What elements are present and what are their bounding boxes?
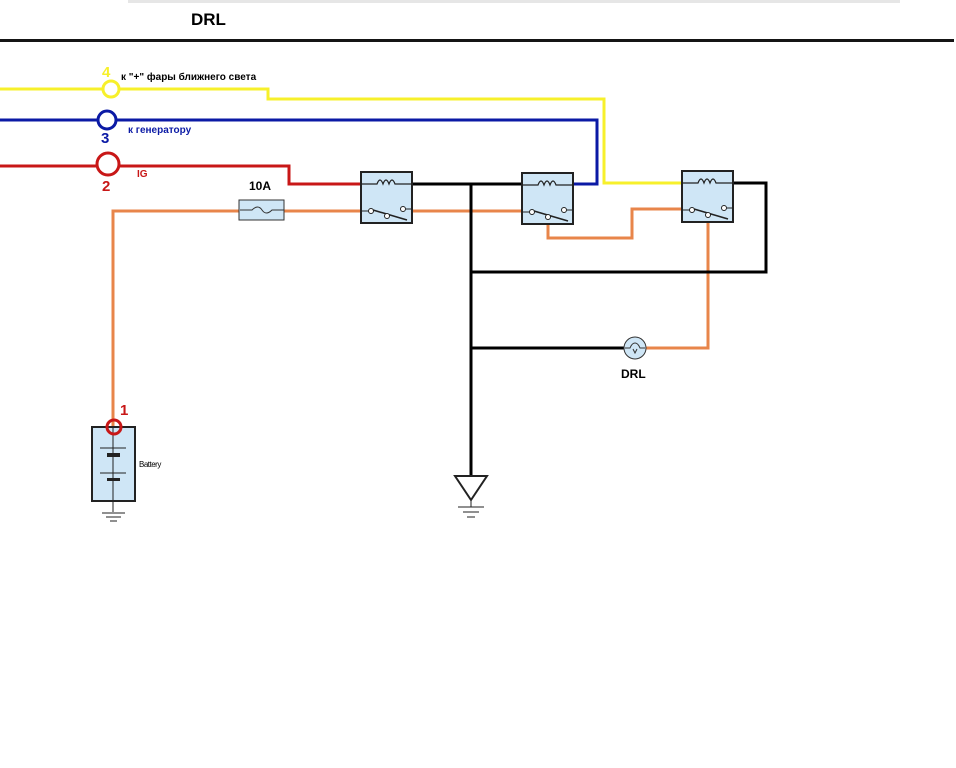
terminal-2-label: IG bbox=[137, 169, 148, 180]
terminal-3-label: к генератору bbox=[128, 125, 192, 136]
battery-ground-icon bbox=[102, 512, 125, 522]
terminal-4-label: к "+" фары ближнего света bbox=[121, 71, 257, 83]
page-title: DRL bbox=[191, 10, 226, 29]
battery-label: Battery bbox=[139, 460, 161, 469]
wire-blue bbox=[0, 118, 599, 186]
terminal-1-connector bbox=[105, 418, 123, 436]
chassis-ground-icon bbox=[453, 475, 489, 518]
relay-2 bbox=[521, 172, 574, 225]
top-scrollbar-strip bbox=[128, 0, 900, 3]
wire-yellow bbox=[0, 87, 684, 185]
fuse-label: 10A bbox=[249, 179, 271, 193]
relay-3 bbox=[681, 170, 734, 223]
lamp-label: DRL bbox=[621, 367, 646, 381]
terminal-2-number: 2 bbox=[102, 178, 110, 195]
drl-lamp bbox=[623, 336, 647, 360]
terminal-3-connector bbox=[96, 109, 118, 131]
wire-orange-relay3-lamp bbox=[646, 216, 710, 350]
fuse-10a bbox=[238, 199, 285, 221]
terminal-4-number: 4 bbox=[102, 64, 111, 81]
terminal-2-connector bbox=[95, 151, 121, 177]
battery bbox=[91, 418, 136, 512]
terminal-4-connector bbox=[101, 79, 121, 99]
wire-red bbox=[0, 164, 363, 186]
wire-black-relay3-return bbox=[471, 181, 768, 274]
wire-orange-relay2-relay3 bbox=[546, 207, 684, 240]
wire-orange-battery-fuse bbox=[111, 209, 240, 428]
title-divider bbox=[0, 39, 954, 42]
terminal-3-number: 3 bbox=[101, 130, 109, 147]
terminal-1-number: 1 bbox=[120, 402, 128, 419]
relay-1 bbox=[360, 171, 413, 224]
